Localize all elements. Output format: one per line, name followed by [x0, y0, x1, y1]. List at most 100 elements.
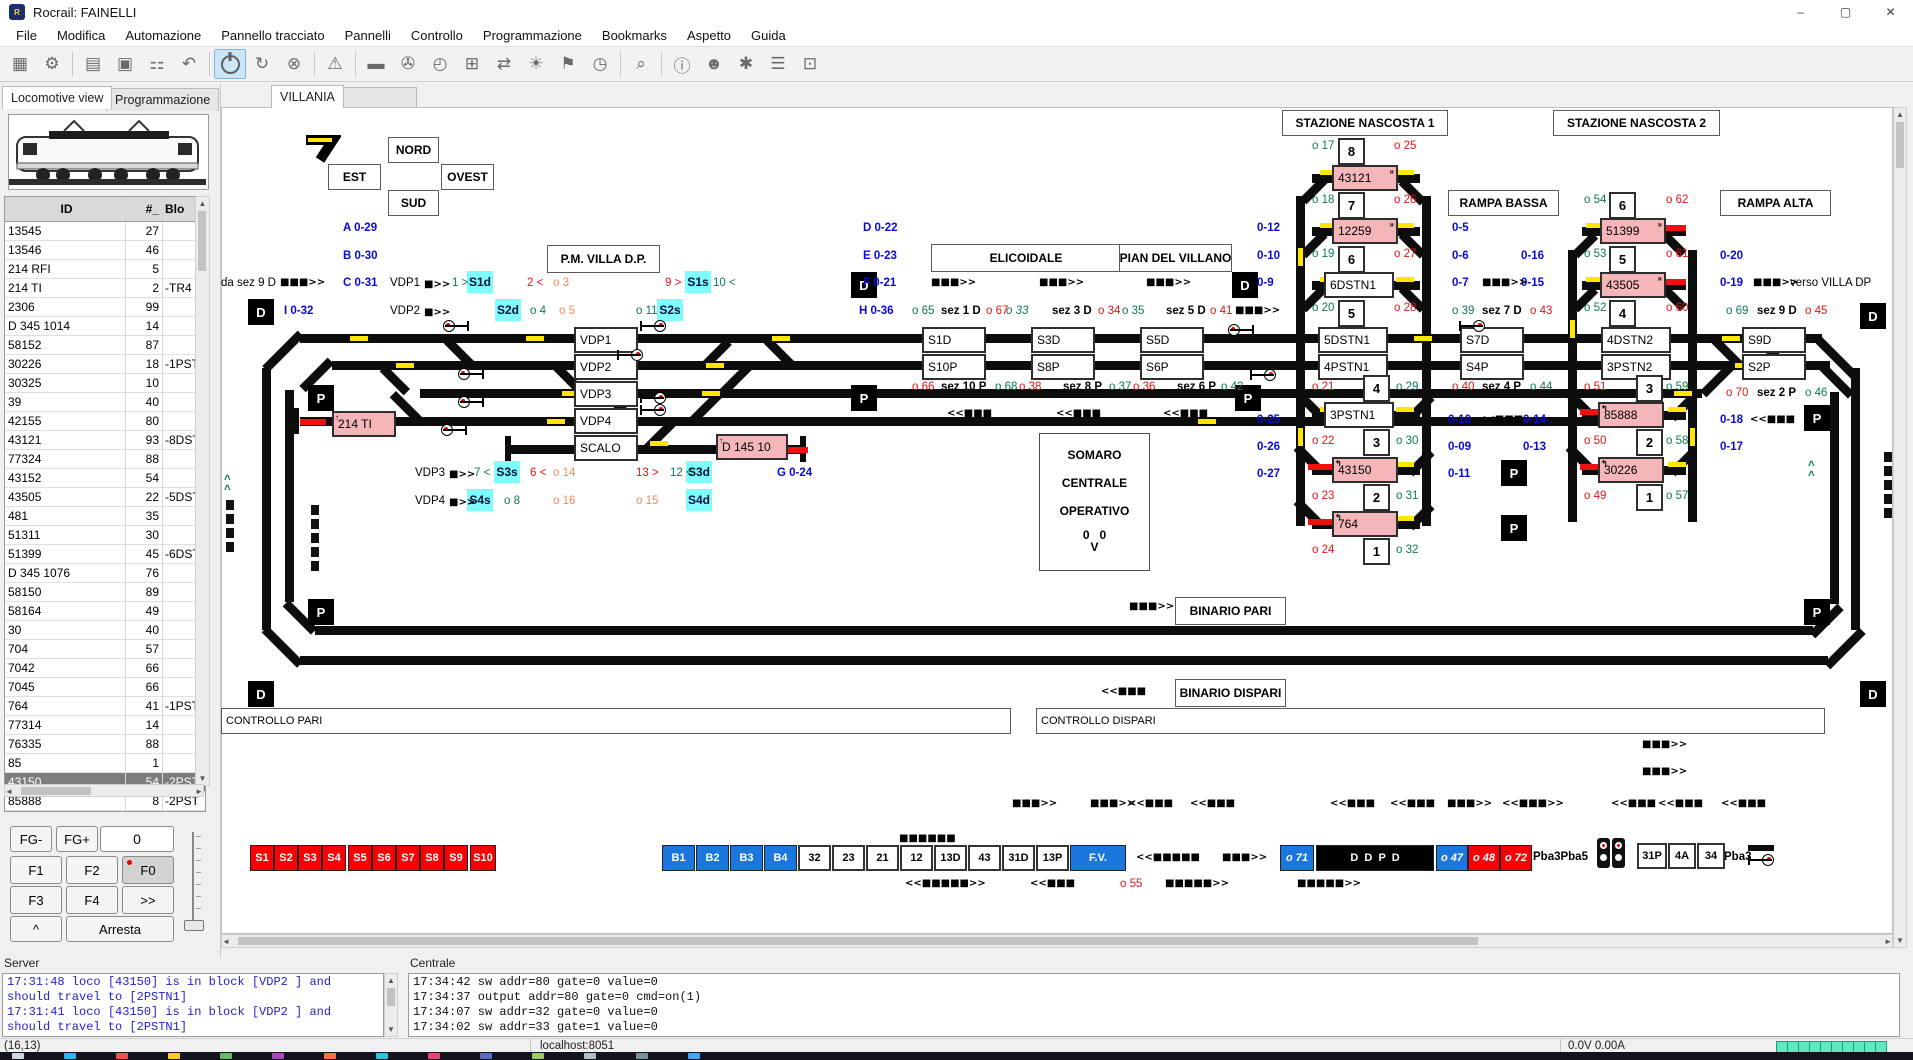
properties-icon[interactable]: ⚙	[44, 54, 60, 73]
fg-plus-button[interactable]: FG+	[56, 826, 98, 852]
routes-icon[interactable]: ⊞	[464, 54, 480, 73]
workspace-icon[interactable]: ▦	[11, 54, 29, 73]
tab-locomotive-view[interactable]: Locomotive view	[2, 86, 113, 109]
column-header-id[interactable]: ID	[5, 197, 126, 221]
reset-icon[interactable]: ↻	[254, 54, 270, 73]
speed-slider-knob[interactable]	[184, 920, 204, 931]
taskbar-icon[interactable]	[12, 1053, 24, 1059]
server-log-scrollbar[interactable]: ▲ ▼	[384, 973, 398, 1037]
minimize-button[interactable]: –	[1797, 5, 1804, 19]
f0-button[interactable]: F0	[122, 856, 174, 884]
switch-mode-icon[interactable]: ⇄	[496, 54, 512, 73]
fg-minus-button[interactable]: FG-	[10, 826, 52, 852]
taskbar-icon[interactable]	[168, 1053, 180, 1059]
tab-villania[interactable]: VILLANIA	[271, 85, 344, 108]
taskbar-icon[interactable]	[220, 1053, 232, 1059]
canvas-vertical-scrollbar[interactable]: ▲ ▼	[1893, 107, 1907, 948]
column-header-block[interactable]: Blo	[165, 202, 185, 216]
menu-file[interactable]: File	[16, 27, 37, 43]
menu-modifica[interactable]: Modifica	[56, 27, 106, 43]
search-icon[interactable]: ⌕	[636, 54, 646, 73]
maximize-button[interactable]: ▢	[1839, 5, 1852, 19]
taskbar-icon[interactable]	[584, 1053, 596, 1059]
support-icon[interactable]: ☻	[705, 54, 723, 73]
menu-aspetto[interactable]: Aspetto	[686, 27, 732, 43]
canvas-horizontal-scrollbar[interactable]: ◄►	[221, 934, 1893, 948]
menu-guida[interactable]: Guida	[751, 27, 786, 43]
undo-icon[interactable]: ↶	[181, 54, 197, 73]
auto-mode-icon[interactable]: ⚑	[560, 54, 576, 73]
menu-pannelli[interactable]: Pannelli	[344, 27, 391, 43]
column-header-address[interactable]: #_	[126, 197, 163, 221]
throttle-icon[interactable]: ✇	[400, 54, 416, 73]
log-icon[interactable]: ☰	[770, 54, 786, 73]
taskbar-icon[interactable]	[272, 1053, 284, 1059]
taskbar-icon[interactable]	[688, 1053, 700, 1059]
open-icon[interactable]: ▤	[84, 54, 102, 73]
f4-button[interactable]: F4	[66, 886, 118, 914]
menu-controllo[interactable]: Controllo	[410, 27, 463, 43]
os-taskbar[interactable]	[0, 1052, 1913, 1060]
direction-button[interactable]: ^	[10, 916, 62, 942]
stop-button[interactable]: Arresta	[66, 916, 174, 942]
tab-programmazione[interactable]: Programmazione	[106, 88, 220, 111]
menu-bookmarks[interactable]: Bookmarks	[601, 27, 667, 43]
taskbar-icon[interactable]	[480, 1053, 492, 1059]
output-icon[interactable]: ☀	[528, 54, 544, 73]
f2-button[interactable]: F2	[66, 856, 118, 884]
menu-automazione[interactable]: Automazione	[125, 27, 202, 43]
speed-slider[interactable]	[184, 832, 204, 936]
speed-value-field[interactable]: 0	[100, 826, 174, 852]
taskbar-icon[interactable]	[116, 1053, 128, 1059]
table-horizontal-scrollbar[interactable]: ◄►	[4, 784, 204, 797]
save-icon[interactable]: ▣	[116, 54, 134, 73]
f1-button[interactable]: F1	[10, 856, 62, 884]
info-icon[interactable]: ⓘ	[673, 56, 691, 76]
trace-icon[interactable]: ✱	[738, 54, 754, 73]
emergency-stop-icon[interactable]: ⚠	[327, 54, 343, 73]
taskbar-icon[interactable]	[532, 1053, 544, 1059]
clock-icon[interactable]: ◷	[592, 54, 608, 73]
locomotive-icon[interactable]: ▬	[367, 54, 385, 73]
power-icon[interactable]	[214, 49, 246, 79]
taskbar-icon[interactable]	[376, 1053, 388, 1059]
taskbar-icon[interactable]	[428, 1053, 440, 1059]
tab-empty[interactable]	[343, 87, 417, 108]
print-icon[interactable]: ⚏	[149, 54, 165, 73]
table-vertical-scrollbar[interactable]: ▲ ▼	[195, 196, 210, 786]
taskbar-icon[interactable]	[64, 1053, 76, 1059]
taskbar-icon[interactable]	[636, 1053, 648, 1059]
menu-programmazione[interactable]: Programmazione	[482, 27, 582, 43]
f3-button[interactable]: F3	[10, 886, 62, 914]
more-functions-button[interactable]: >>	[122, 886, 174, 914]
